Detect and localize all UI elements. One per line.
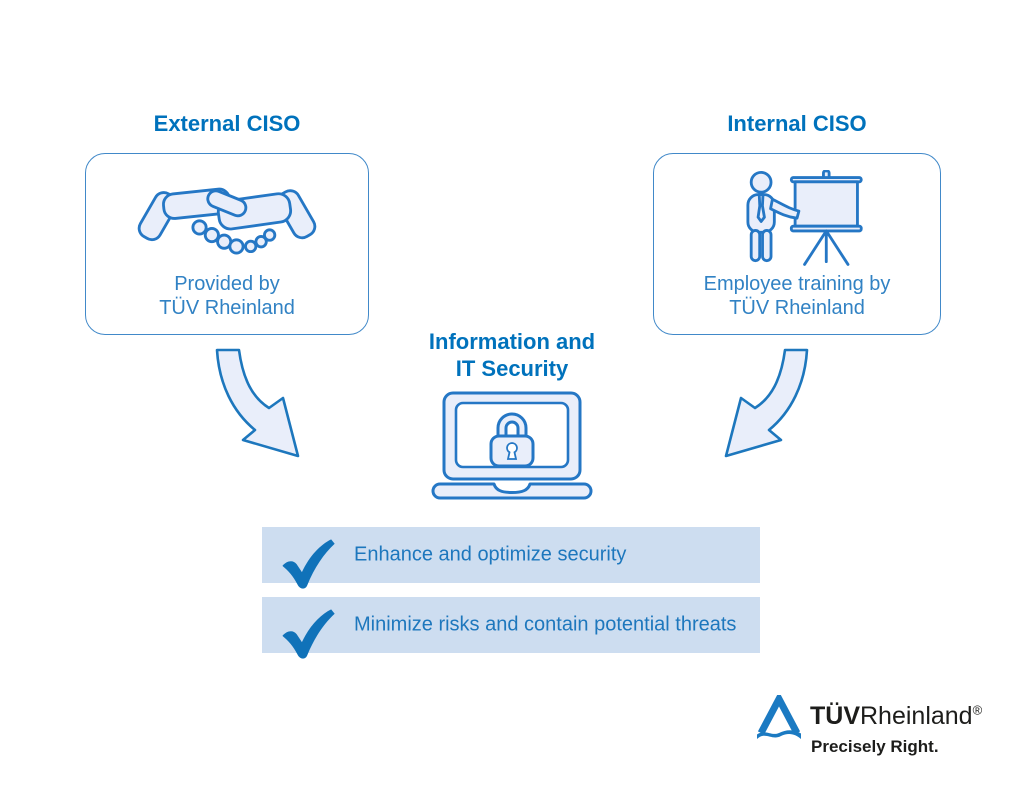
external-ciso-box: Provided by TÜV Rheinland bbox=[85, 153, 369, 335]
center-title-line: Information and bbox=[428, 329, 596, 354]
tuv-rheinland-triangle-logo bbox=[757, 695, 801, 739]
brand-regular: Rheinland bbox=[860, 702, 973, 730]
internal-ciso-box: Employee training by TÜV Rheinland bbox=[653, 153, 941, 335]
benefit-label: Enhance and optimize security bbox=[354, 543, 627, 566]
caption-line: TÜV Rheinland bbox=[159, 297, 295, 319]
laptop-lock-icon bbox=[431, 391, 593, 500]
keyhole-icon bbox=[506, 442, 518, 460]
brand-bold: TÜV bbox=[810, 702, 860, 730]
brand-wordmark: TÜVRheinland® bbox=[810, 702, 982, 731]
benefit-row: Enhance and optimize security bbox=[262, 527, 760, 589]
caption-line: Provided by bbox=[174, 273, 280, 295]
handshake-icon bbox=[137, 187, 317, 255]
checkmark-icon bbox=[282, 539, 335, 589]
external-ciso-title: External CISO bbox=[153, 111, 301, 136]
brand-tagline: Precisely Right. bbox=[811, 737, 939, 756]
center-title: Information and IT Security bbox=[362, 328, 662, 382]
caption-line: Employee training by bbox=[703, 273, 891, 295]
caption-line: TÜV Rheinland bbox=[729, 297, 865, 319]
benefit-label: Minimize risks and contain potential thr… bbox=[354, 613, 737, 636]
checkmark-icon bbox=[282, 609, 335, 659]
trainer-presentation-icon bbox=[746, 170, 863, 266]
registered-mark: ® bbox=[972, 702, 983, 718]
internal-ciso-caption: Employee training by TÜV Rheinland bbox=[704, 272, 891, 320]
benefit-row: Minimize risks and contain potential thr… bbox=[262, 597, 760, 659]
center-title-line: IT Security bbox=[455, 356, 569, 381]
arrow-left-down-icon bbox=[215, 348, 300, 458]
internal-ciso-title: Internal CISO bbox=[727, 111, 867, 136]
arrow-right-down-icon bbox=[724, 348, 809, 458]
external-ciso-caption: Provided by TÜV Rheinland bbox=[159, 272, 295, 320]
